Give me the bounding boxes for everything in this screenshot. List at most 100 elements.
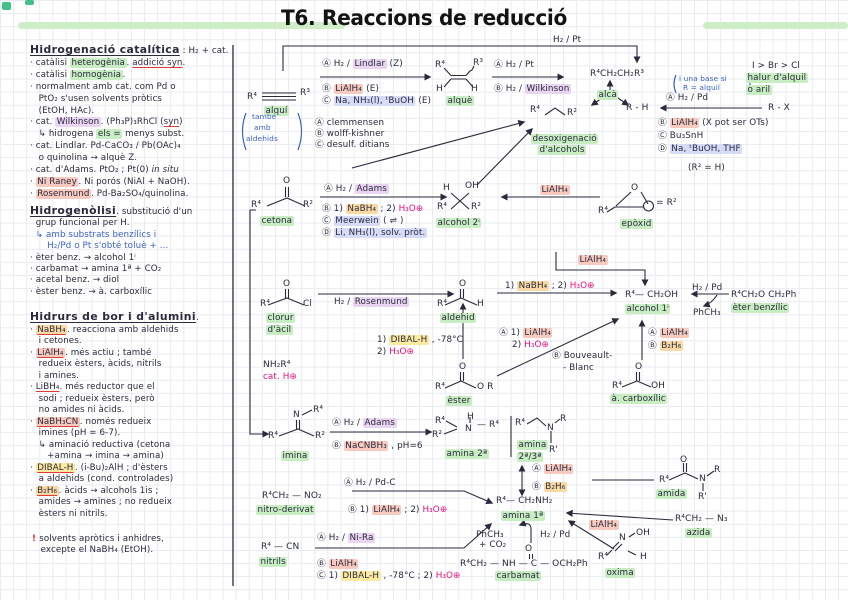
epoxide-label: epòxid xyxy=(620,219,653,229)
note-line: · catàlisi homogènia. xyxy=(30,69,126,80)
also-aldehydes-1: també xyxy=(252,112,277,121)
amine2-n-r4: — R⁴ xyxy=(477,420,500,430)
amine2-h: H xyxy=(467,412,474,422)
imine-n: N xyxy=(293,410,300,420)
note-line: imines (pH = 6-7). xyxy=(30,428,121,438)
ester-or: O R xyxy=(477,382,494,392)
alkane-label: alcà xyxy=(597,90,619,100)
ketone-r2: R² xyxy=(303,200,314,210)
acylchloride-label-2: d'àcil xyxy=(266,325,293,335)
ketone-label: cetona xyxy=(260,216,294,226)
amine23-r4: R⁴ xyxy=(515,418,526,428)
imine-to-amine-cond-a: Ⓐ H₂ / Adams xyxy=(332,418,397,428)
rx-cond-a: Ⓐ H₂ / Pd xyxy=(666,93,709,103)
acylchloride-cl: Cl xyxy=(303,299,312,309)
amide-o: O xyxy=(680,455,688,465)
oxime-label: oxima xyxy=(605,568,636,578)
aldehyde-to-alc1-cond: 1) NaBH₄ ; 2) H₃O⊕ xyxy=(505,281,595,291)
ketone-to-alkane-cond-a: Ⓐ clemmensen xyxy=(315,118,385,128)
section-hidrogenacio-catalitica: Hidrogenació catalítica : H₂ + cat.· cat… xyxy=(30,44,229,201)
benzylether-label: èter benzílic xyxy=(731,303,790,313)
note-line: ↳ amb substrats benzílics i xyxy=(30,229,157,240)
note-line: · Rosenmund. Pd-Ba₂SO₄/quinolina. xyxy=(30,188,189,199)
nitrile-cond-c: Ⓒ 1) DIBAL-H , -78°C ; 2) H₃O⊕ xyxy=(317,571,461,581)
amine2-label: amina 2ª xyxy=(445,449,489,459)
alc2-label: alcohol 2ⁱ xyxy=(436,218,482,228)
section-warning: ! solvents apròtics i anhidres, excepte … xyxy=(32,534,164,557)
note-line: · cat. Lindlar. Pd-CaCO₃ / Pb(OAc)₄ xyxy=(30,141,181,152)
alkene-h-right: H xyxy=(471,84,478,94)
imine-label: imina xyxy=(281,451,309,461)
imine-to-amine-cond-b: Ⓑ NaCNBH₃ , pH=6 xyxy=(332,441,423,451)
amide-label: amida xyxy=(656,489,687,499)
alkyne-to-alkene-cond-c: Ⓒ Na, NH₃(l), ᵗBuOH (E) xyxy=(322,96,432,106)
amine2-r4: R⁴ xyxy=(435,416,446,426)
ketone-o: O xyxy=(283,176,291,186)
amine23-r: R xyxy=(560,414,567,424)
alc1-formula: R⁴— CH₂OH xyxy=(625,290,679,300)
base-note-line-2: R = alquil xyxy=(683,83,721,92)
nitrile-formula: R⁴ — CN xyxy=(261,542,300,552)
acid-to-alc1-cond-a: Ⓐ LiAlH₄ xyxy=(648,328,690,338)
alkane-rh: R - H xyxy=(626,103,649,113)
aldehyde-label: aldehid xyxy=(440,313,477,323)
imine-catalyst: cat. H⊕ xyxy=(263,372,297,382)
carbamate-byproduct-2: + CO₂ xyxy=(479,540,507,550)
alkene-to-alkane-cond-a: Ⓐ H₂ / Pt xyxy=(494,60,534,70)
ketone-to-alc2-cond-c: Ⓒ Meerwein ( ⇌ ) xyxy=(322,216,404,226)
ester-to-alc1-cond-b1: Ⓑ Bouveault- xyxy=(552,351,613,361)
corner-sticker-icon xyxy=(2,2,11,10)
alkene-r4: R⁴ xyxy=(435,60,446,70)
ketone-to-alc2-cond-b: Ⓑ 1) NaBH₄ ; 2) H₃O⊕ xyxy=(322,204,424,214)
note-line: · B₂H₆. àcids → alcohols 1is ; xyxy=(30,485,159,496)
oxime-n: N xyxy=(619,533,626,543)
ketone-to-alc2-cond-a: Ⓐ H₂ / Adams xyxy=(324,184,389,194)
acylchloride-o: O xyxy=(283,279,291,289)
nitro-cond-a: Ⓐ H₂ / Pd-C xyxy=(344,478,396,488)
rx-cond-d: Ⓓ Na, ᵗBuOH, THF xyxy=(658,144,743,154)
epoxide-lialh4-2: LiAlH₄ xyxy=(578,255,608,265)
alkyne-to-alkene-cond-b: Ⓑ LiAlH₄ (E) xyxy=(322,84,379,94)
nitrile-cond-b: Ⓑ LiAlH₄ xyxy=(317,559,359,569)
note-line: Hidrogenació catalítica : H₂ + cat. xyxy=(30,43,229,56)
imine-r2: R² xyxy=(315,431,326,441)
note-line: grup funcional per H. xyxy=(30,218,130,229)
oxime-r4: R⁴ xyxy=(598,552,609,562)
note-line: (EtOH, HAc). xyxy=(30,105,95,116)
also-aldehydes-2: amb xyxy=(254,123,271,132)
acid-r4: R⁴ xyxy=(612,381,623,391)
amide-n: N xyxy=(699,474,706,484)
benzylether-phch3: PhCH₃ xyxy=(693,308,721,318)
alkene-label: alquè xyxy=(446,96,474,106)
oxime-oh: OH xyxy=(636,528,651,538)
amide-to-amine-cond-b: Ⓑ B₂H₆ xyxy=(532,482,567,492)
alkyne-r4: R⁴ xyxy=(247,92,258,102)
amide-to-amine-cond-a: Ⓐ LiAlH₄ xyxy=(532,464,574,474)
imine-r4: R⁴ xyxy=(268,431,279,441)
note-line: amides → amines ; no redueix xyxy=(30,497,173,507)
note-line: · LiAlH₄. més actiu ; també xyxy=(30,347,152,358)
carbamate-byproduct-1: PhCH₃ xyxy=(476,530,504,540)
note-line: Hidrurs de bor i d'alumini. xyxy=(30,310,199,323)
note-line: sodi ; redueix èsters, però xyxy=(30,393,155,404)
note-line: · catàlisi heterogènia. addició syn. xyxy=(30,57,186,68)
nitro-cond-b: Ⓑ 1) LiAlH₄ ; 2) H₃O⊕ xyxy=(348,505,448,515)
alkyne-to-alkene-cond-a: Ⓐ H₂ / Lindlar (Z) xyxy=(322,59,403,69)
note-line: i amines. xyxy=(30,370,79,381)
deox-r2: R² xyxy=(567,108,578,118)
r2-eq-h-note: (R² = H) xyxy=(688,163,725,173)
benzylether-formula: R⁴CH₂O CH₂Ph xyxy=(731,290,797,300)
note-line: · Ni Raney. Ni porós (NiAl + NaOH). xyxy=(30,176,190,187)
note-line: +amina → imina → amina) xyxy=(30,451,164,461)
ester-dibal-cond-1: 1) DIBAL-H , -78°C xyxy=(377,335,463,345)
deox-r4: R⁴ xyxy=(530,105,541,115)
alc1-label: alcohol 1ⁱ xyxy=(625,304,671,314)
note-line: · NaBH₃CN. només redueix xyxy=(30,416,152,427)
amine2-r2: R² xyxy=(432,430,443,440)
carbamate-label: carbamat xyxy=(495,571,542,581)
aldehyde-r4: R⁴ xyxy=(437,299,448,309)
aldehyde-o: O xyxy=(459,279,467,289)
rx-formula: R - X xyxy=(768,103,790,113)
ketone-to-alkane-cond-c: Ⓒ desulf. ditians xyxy=(315,140,390,150)
ketone-to-alc2-cond-d: Ⓓ Li, NH₃(l), solv. pròt. xyxy=(322,228,427,238)
